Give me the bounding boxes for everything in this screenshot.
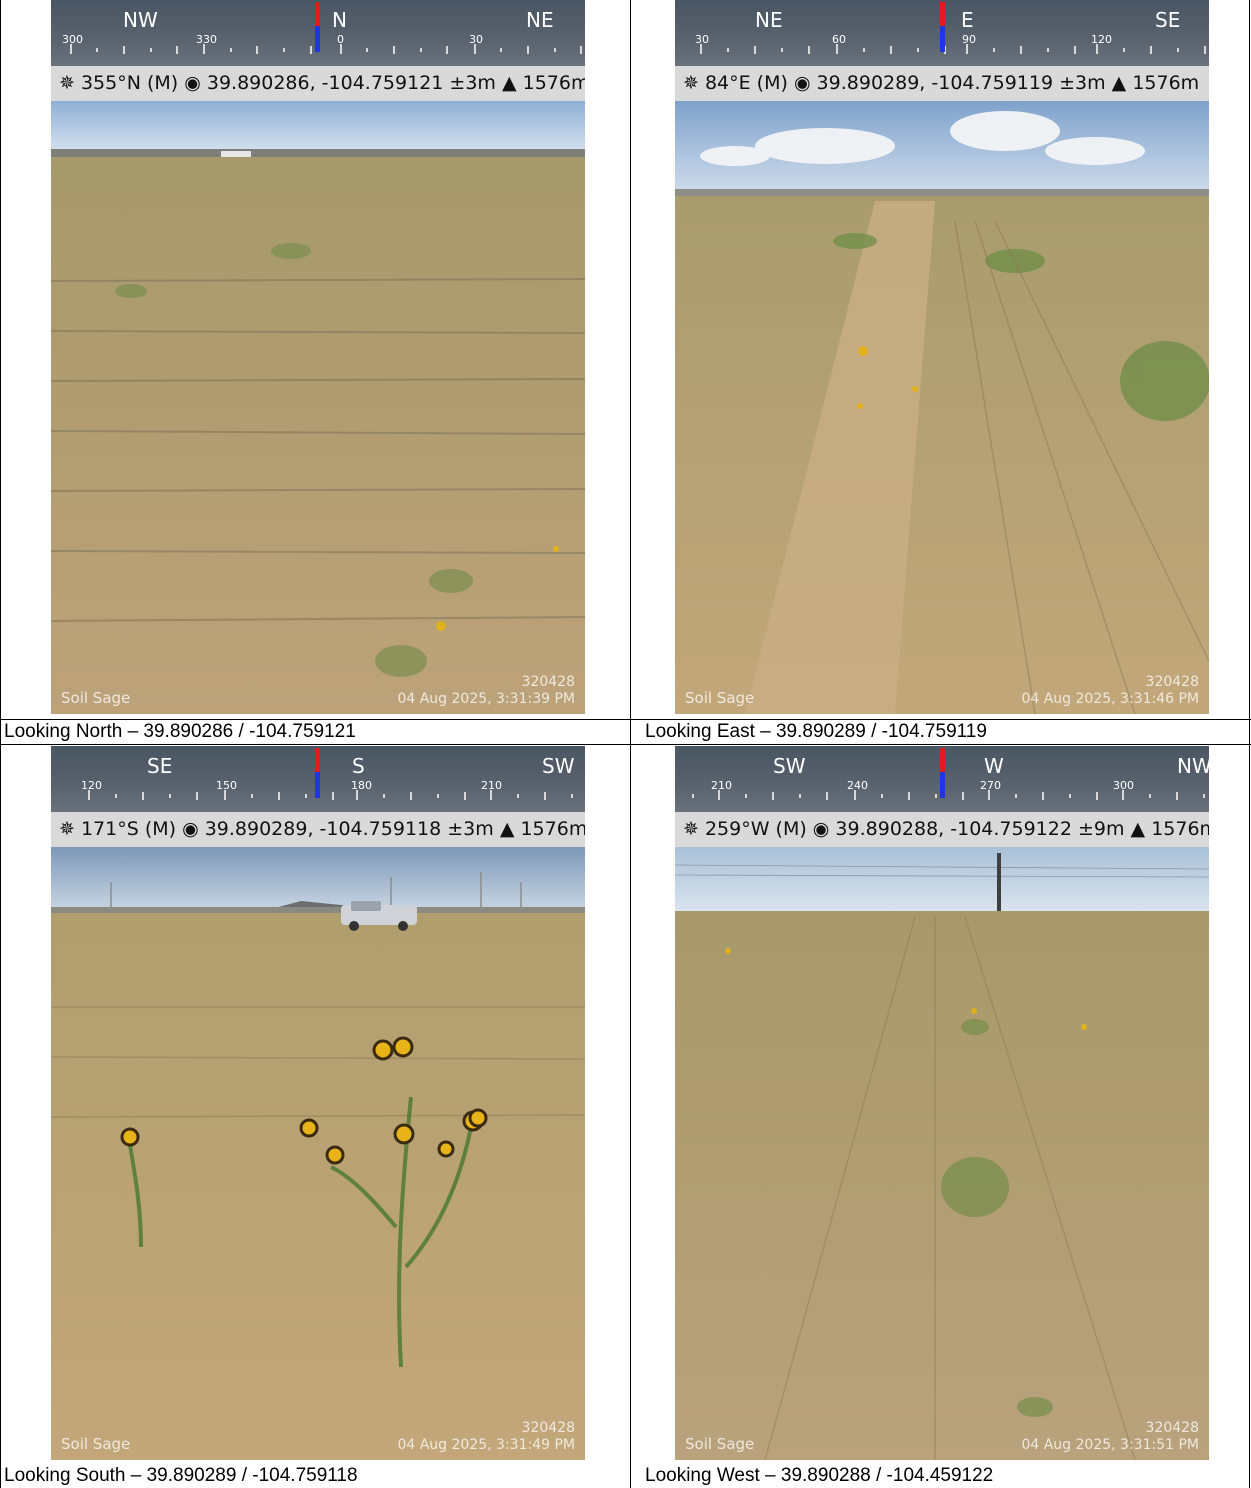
location-info-bar: ✵ 355°N (M) ◉ 39.890286, -104.759121 ±3m… xyxy=(51,66,585,101)
compass-needle xyxy=(940,748,945,798)
photo-panel-south: SE S SW 120 150 180 210 ✵ 171°S (M) ◉ 39… xyxy=(51,746,585,1460)
watermark-timestamp: 04 Aug 2025, 3:31:49 PM xyxy=(397,1437,575,1453)
watermark-timestamp: 04 Aug 2025, 3:31:39 PM xyxy=(397,691,575,707)
watermark-id: 320428 xyxy=(521,1420,575,1436)
compass-ticks xyxy=(70,44,582,54)
compass-needle xyxy=(315,748,320,798)
compass-left-direction: SE xyxy=(147,754,173,778)
compass-ticks xyxy=(700,44,1206,54)
pickup-truck xyxy=(341,901,417,931)
photo-panel-north: NW N NE 300 330 0 30 ✵ 355°N (M) ◉ 39.89… xyxy=(51,0,585,714)
compass-center-direction: E xyxy=(961,8,974,32)
watermark-brand: Soil Sage xyxy=(685,689,755,707)
compass-tick-label: 30 xyxy=(695,33,709,46)
field-photo-south: Soil Sage 320428 04 Aug 2025, 3:31:49 PM xyxy=(51,847,585,1460)
compass-left-direction: NE xyxy=(755,8,783,32)
compass-right-direction: SE xyxy=(1155,8,1181,32)
compass-strip: NW N NE 300 330 0 30 xyxy=(51,0,585,66)
compass-tick-label: 90 xyxy=(962,33,976,46)
compass-tick-label: 240 xyxy=(847,779,868,792)
table-border-caption1 xyxy=(0,744,1251,745)
compass-ticks xyxy=(692,790,1205,800)
compass-tick-label: 210 xyxy=(711,779,732,792)
compass-tick-label: 270 xyxy=(980,779,1001,792)
compass-left-direction: NW xyxy=(123,8,158,32)
compass-tick-label: 180 xyxy=(351,779,372,792)
compass-strip: SE S SW 120 150 180 210 xyxy=(51,746,585,812)
compass-tick-label: 330 xyxy=(196,33,217,46)
watermark-brand: Soil Sage xyxy=(61,689,131,707)
watermark-timestamp: 04 Aug 2025, 3:31:46 PM xyxy=(1021,691,1199,707)
compass-center-direction: N xyxy=(332,8,347,32)
watermark-id: 320428 xyxy=(1145,1420,1199,1436)
photo-panel-east: NE E SE 30 60 90 120 ✵ 84°E (M) ◉ 39.890… xyxy=(675,0,1209,714)
watermark-brand: Soil Sage xyxy=(685,1435,755,1453)
compass-tick-label: 0 xyxy=(337,33,344,46)
compass-ticks xyxy=(88,790,573,800)
compass-strip: SW W NW 210 240 270 300 xyxy=(675,746,1209,812)
compass-left-direction: SW xyxy=(773,754,806,778)
compass-tick-label: 60 xyxy=(832,33,846,46)
compass-right-direction: NW xyxy=(1177,754,1209,778)
caption-east: Looking East – 39.890289 / -104.759119 xyxy=(645,721,987,742)
compass-tick-label: 210 xyxy=(481,779,502,792)
compass-center-direction: W xyxy=(984,754,1004,778)
caption-north: Looking North – 39.890286 / -104.759121 xyxy=(4,721,356,742)
compass-tick-label: 150 xyxy=(216,779,237,792)
watermark-id: 320428 xyxy=(1145,674,1199,690)
compass-tick-label: 300 xyxy=(62,33,83,46)
compass-strip: NE E SE 30 60 90 120 xyxy=(675,0,1209,66)
table-border-row1 xyxy=(0,719,1251,720)
compass-center-direction: S xyxy=(352,754,365,778)
watermark-timestamp: 04 Aug 2025, 3:31:51 PM xyxy=(1021,1437,1199,1453)
compass-tick-label: 30 xyxy=(469,33,483,46)
compass-needle xyxy=(940,2,945,52)
compass-needle xyxy=(315,2,320,52)
location-info-bar: ✵ 171°S (M) ◉ 39.890289, -104.759118 ±3m… xyxy=(51,812,585,847)
watermark-brand: Soil Sage xyxy=(61,1435,131,1453)
watermark-id: 320428 xyxy=(521,674,575,690)
compass-tick-label: 120 xyxy=(1091,33,1112,46)
compass-tick-label: 300 xyxy=(1113,779,1134,792)
field-photo-north: Soil Sage 320428 04 Aug 2025, 3:31:39 PM xyxy=(51,101,585,714)
field-photo-west: Soil Sage 320428 04 Aug 2025, 3:31:51 PM xyxy=(675,847,1209,1460)
compass-right-direction: NE xyxy=(526,8,554,32)
compass-right-direction: SW xyxy=(542,754,575,778)
field-photo-east: Soil Sage 320428 04 Aug 2025, 3:31:46 PM xyxy=(675,101,1209,714)
caption-south: Looking South – 39.890289 / -104.759118 xyxy=(4,1465,358,1486)
photo-panel-west: SW W NW 210 240 270 300 ✵ 259°W (M) ◉ 39… xyxy=(675,746,1209,1460)
caption-west: Looking West – 39.890288 / -104.459122 xyxy=(645,1465,994,1486)
compass-tick-label: 120 xyxy=(81,779,102,792)
utility-pole xyxy=(997,853,1001,915)
location-info-bar: ✵ 259°W (M) ◉ 39.890288, -104.759122 ±9m… xyxy=(675,812,1209,847)
location-info-bar: ✵ 84°E (M) ◉ 39.890289, -104.759119 ±3m … xyxy=(675,66,1209,101)
